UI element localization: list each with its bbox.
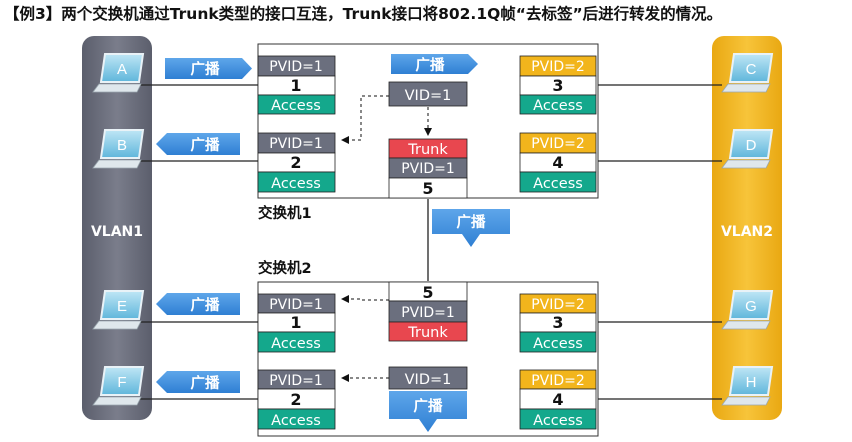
svg-text:PVID=1: PVID=1 bbox=[269, 373, 323, 389]
svg-text:PVID=1: PVID=1 bbox=[269, 297, 323, 313]
svg-text:1: 1 bbox=[290, 76, 301, 95]
switch2-port1: PVID=1 1 Access bbox=[257, 293, 336, 353]
vlan1-label: VLAN1 bbox=[91, 224, 143, 240]
svg-text:广播: 广播 bbox=[191, 296, 220, 314]
svg-text:4: 4 bbox=[552, 153, 563, 172]
svg-text:PVID=2: PVID=2 bbox=[531, 59, 585, 75]
svg-text:VID=1: VID=1 bbox=[405, 88, 452, 104]
svg-text:Access: Access bbox=[271, 413, 321, 429]
broadcast-arrow-f: 广播 bbox=[156, 371, 240, 393]
broadcast-arrow-trunk: 广播 bbox=[432, 209, 510, 247]
laptop-e-icon: E bbox=[92, 290, 145, 330]
switch1-vid-tag: VID=1 bbox=[388, 81, 468, 107]
broadcast-arrow-a: 广播 bbox=[165, 58, 252, 79]
svg-text:1: 1 bbox=[290, 313, 301, 332]
switch1-port2: PVID=1 2 Access bbox=[257, 132, 336, 193]
hosts: A B E F C D G H bbox=[92, 53, 774, 406]
svg-text:广播: 广播 bbox=[416, 56, 445, 74]
svg-text:5: 5 bbox=[422, 283, 433, 302]
host-label-e: E bbox=[117, 298, 127, 315]
svg-text:PVID=1: PVID=1 bbox=[269, 136, 323, 152]
svg-text:2: 2 bbox=[290, 153, 301, 172]
svg-text:广播: 广播 bbox=[191, 374, 220, 392]
figure-title: 【例3】两个交换机通过Trunk类型的接口互连，Trunk接口将802.1Q帧“… bbox=[4, 5, 723, 23]
svg-text:PVID=2: PVID=2 bbox=[531, 373, 585, 389]
switch2-port4: PVID=2 4 Access bbox=[519, 369, 597, 430]
laptop-d-icon: D bbox=[721, 129, 774, 169]
host-label-g: G bbox=[745, 298, 757, 315]
svg-text:广播: 广播 bbox=[191, 60, 220, 78]
switch2-port5: 5 PVID=1 Trunk bbox=[388, 281, 468, 342]
svg-text:Access: Access bbox=[533, 98, 583, 114]
svg-text:PVID=1: PVID=1 bbox=[401, 161, 455, 177]
host-label-c: C bbox=[746, 61, 757, 78]
laptop-b-icon: B bbox=[92, 129, 145, 169]
switch1-name: 交换机1 bbox=[258, 204, 312, 222]
svg-text:Access: Access bbox=[271, 176, 321, 192]
host-label-h: H bbox=[746, 374, 757, 391]
broadcast-arrow-switch1: 广播 bbox=[391, 54, 478, 74]
svg-text:广播: 广播 bbox=[414, 397, 443, 415]
svg-text:2: 2 bbox=[290, 390, 301, 409]
host-label-d: D bbox=[746, 137, 757, 154]
svg-text:Access: Access bbox=[533, 413, 583, 429]
svg-text:VID=1: VID=1 bbox=[405, 372, 452, 388]
svg-text:PVID=1: PVID=1 bbox=[269, 59, 323, 75]
svg-text:广播: 广播 bbox=[191, 136, 220, 154]
svg-text:Trunk: Trunk bbox=[407, 325, 448, 341]
laptop-c-icon: C bbox=[721, 53, 774, 93]
broadcast-arrow-switch2: 广播 bbox=[389, 391, 467, 432]
switch1-port4: PVID=2 4 Access bbox=[519, 132, 597, 193]
switch1-port1: PVID=1 1 Access bbox=[257, 55, 336, 115]
svg-text:Access: Access bbox=[533, 336, 583, 352]
switch2-vid-tag: VID=1 bbox=[388, 366, 468, 390]
host-label-a: A bbox=[117, 61, 127, 78]
switch1-port3: PVID=2 3 Access bbox=[519, 55, 597, 115]
switch2-port3: PVID=2 3 Access bbox=[519, 293, 597, 353]
laptop-f-icon: F bbox=[92, 366, 145, 406]
svg-text:Access: Access bbox=[533, 176, 583, 192]
broadcast-arrow-b: 广播 bbox=[156, 133, 240, 155]
svg-text:Access: Access bbox=[271, 336, 321, 352]
vlan2-label: VLAN2 bbox=[721, 224, 773, 240]
switch2-port2: PVID=1 2 Access bbox=[257, 369, 336, 430]
svg-text:PVID=2: PVID=2 bbox=[531, 297, 585, 313]
svg-text:3: 3 bbox=[552, 76, 563, 95]
svg-text:PVID=1: PVID=1 bbox=[401, 305, 455, 321]
svg-text:PVID=2: PVID=2 bbox=[531, 136, 585, 152]
broadcast-arrow-e: 广播 bbox=[156, 293, 240, 315]
switch2-name: 交换机2 bbox=[258, 259, 312, 277]
host-cables bbox=[140, 84, 722, 400]
svg-text:3: 3 bbox=[552, 313, 563, 332]
host-label-b: B bbox=[117, 137, 127, 154]
svg-text:Trunk: Trunk bbox=[407, 142, 448, 158]
svg-text:5: 5 bbox=[422, 179, 433, 198]
switch1-port5: Trunk PVID=1 5 bbox=[388, 138, 468, 199]
svg-text:4: 4 bbox=[552, 390, 563, 409]
svg-text:广播: 广播 bbox=[457, 213, 486, 231]
svg-text:Access: Access bbox=[271, 98, 321, 114]
laptop-h-icon: H bbox=[721, 366, 774, 406]
laptop-g-icon: G bbox=[721, 290, 774, 330]
host-label-f: F bbox=[117, 374, 126, 391]
laptop-a-icon: A bbox=[92, 53, 145, 93]
forwarding-arrows bbox=[341, 95, 432, 382]
